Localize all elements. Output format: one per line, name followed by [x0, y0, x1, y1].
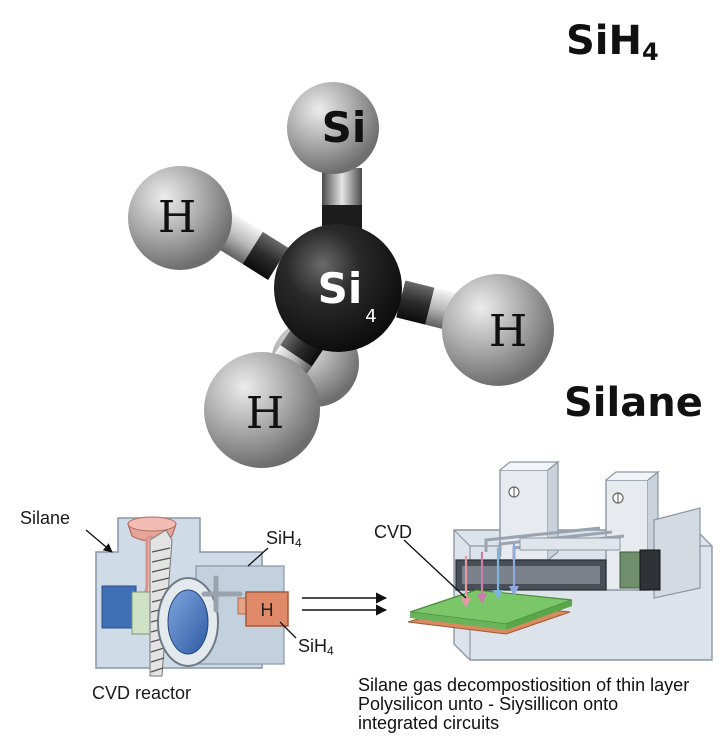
atom-si-center — [274, 224, 402, 352]
deposition-machine — [403, 460, 713, 661]
caption-line-3: integrated circuits — [358, 713, 500, 733]
molecular-formula: SiH4 — [566, 18, 659, 66]
atom-h-left — [128, 166, 232, 270]
atom-si-top — [287, 82, 379, 174]
caption-line-1: Silane gas decompostiosition of thin lay… — [358, 675, 690, 695]
label-sih4-top: SiH4 — [266, 528, 302, 550]
label-cvd: CVD — [374, 522, 413, 542]
reactor-h-box — [245, 591, 289, 627]
atom-h-bottom — [204, 352, 320, 468]
atom-h-right — [442, 274, 554, 386]
reactor-h-box-label: H — [261, 600, 274, 620]
atom-label-h-right: H — [489, 306, 527, 357]
process-arrows — [302, 592, 388, 616]
leader-sih4-top — [247, 547, 269, 567]
leader-sih4-bottom — [279, 621, 297, 639]
deposition-arrows — [461, 544, 519, 608]
label-cvd-reactor: CVD reactor — [92, 683, 192, 703]
atom-label-si-center-sub: 4 — [365, 306, 376, 327]
reactor-viewport — [167, 589, 209, 655]
atom-label-si-top: Si — [322, 103, 367, 152]
cvd-reactor-illustration: H — [85, 516, 297, 677]
leader-cvd — [403, 539, 467, 599]
compound-name: Silane — [564, 380, 703, 426]
label-silane: Silane — [20, 508, 71, 528]
atom-label-h-left: H — [158, 192, 196, 243]
leader-silane — [85, 529, 113, 553]
label-sih4-bottom: SiH4 — [298, 636, 334, 658]
atom-label-h-bottom: H — [246, 388, 284, 439]
reactor-valve — [201, 575, 243, 613]
reactor-blue-block — [101, 585, 137, 629]
atom-label-si-center: Si — [318, 264, 363, 313]
silane-molecule: Si Si 4 H H H — [128, 82, 554, 468]
caption-line-2: Polysilicon unto - Siysillicon onto — [358, 694, 619, 714]
